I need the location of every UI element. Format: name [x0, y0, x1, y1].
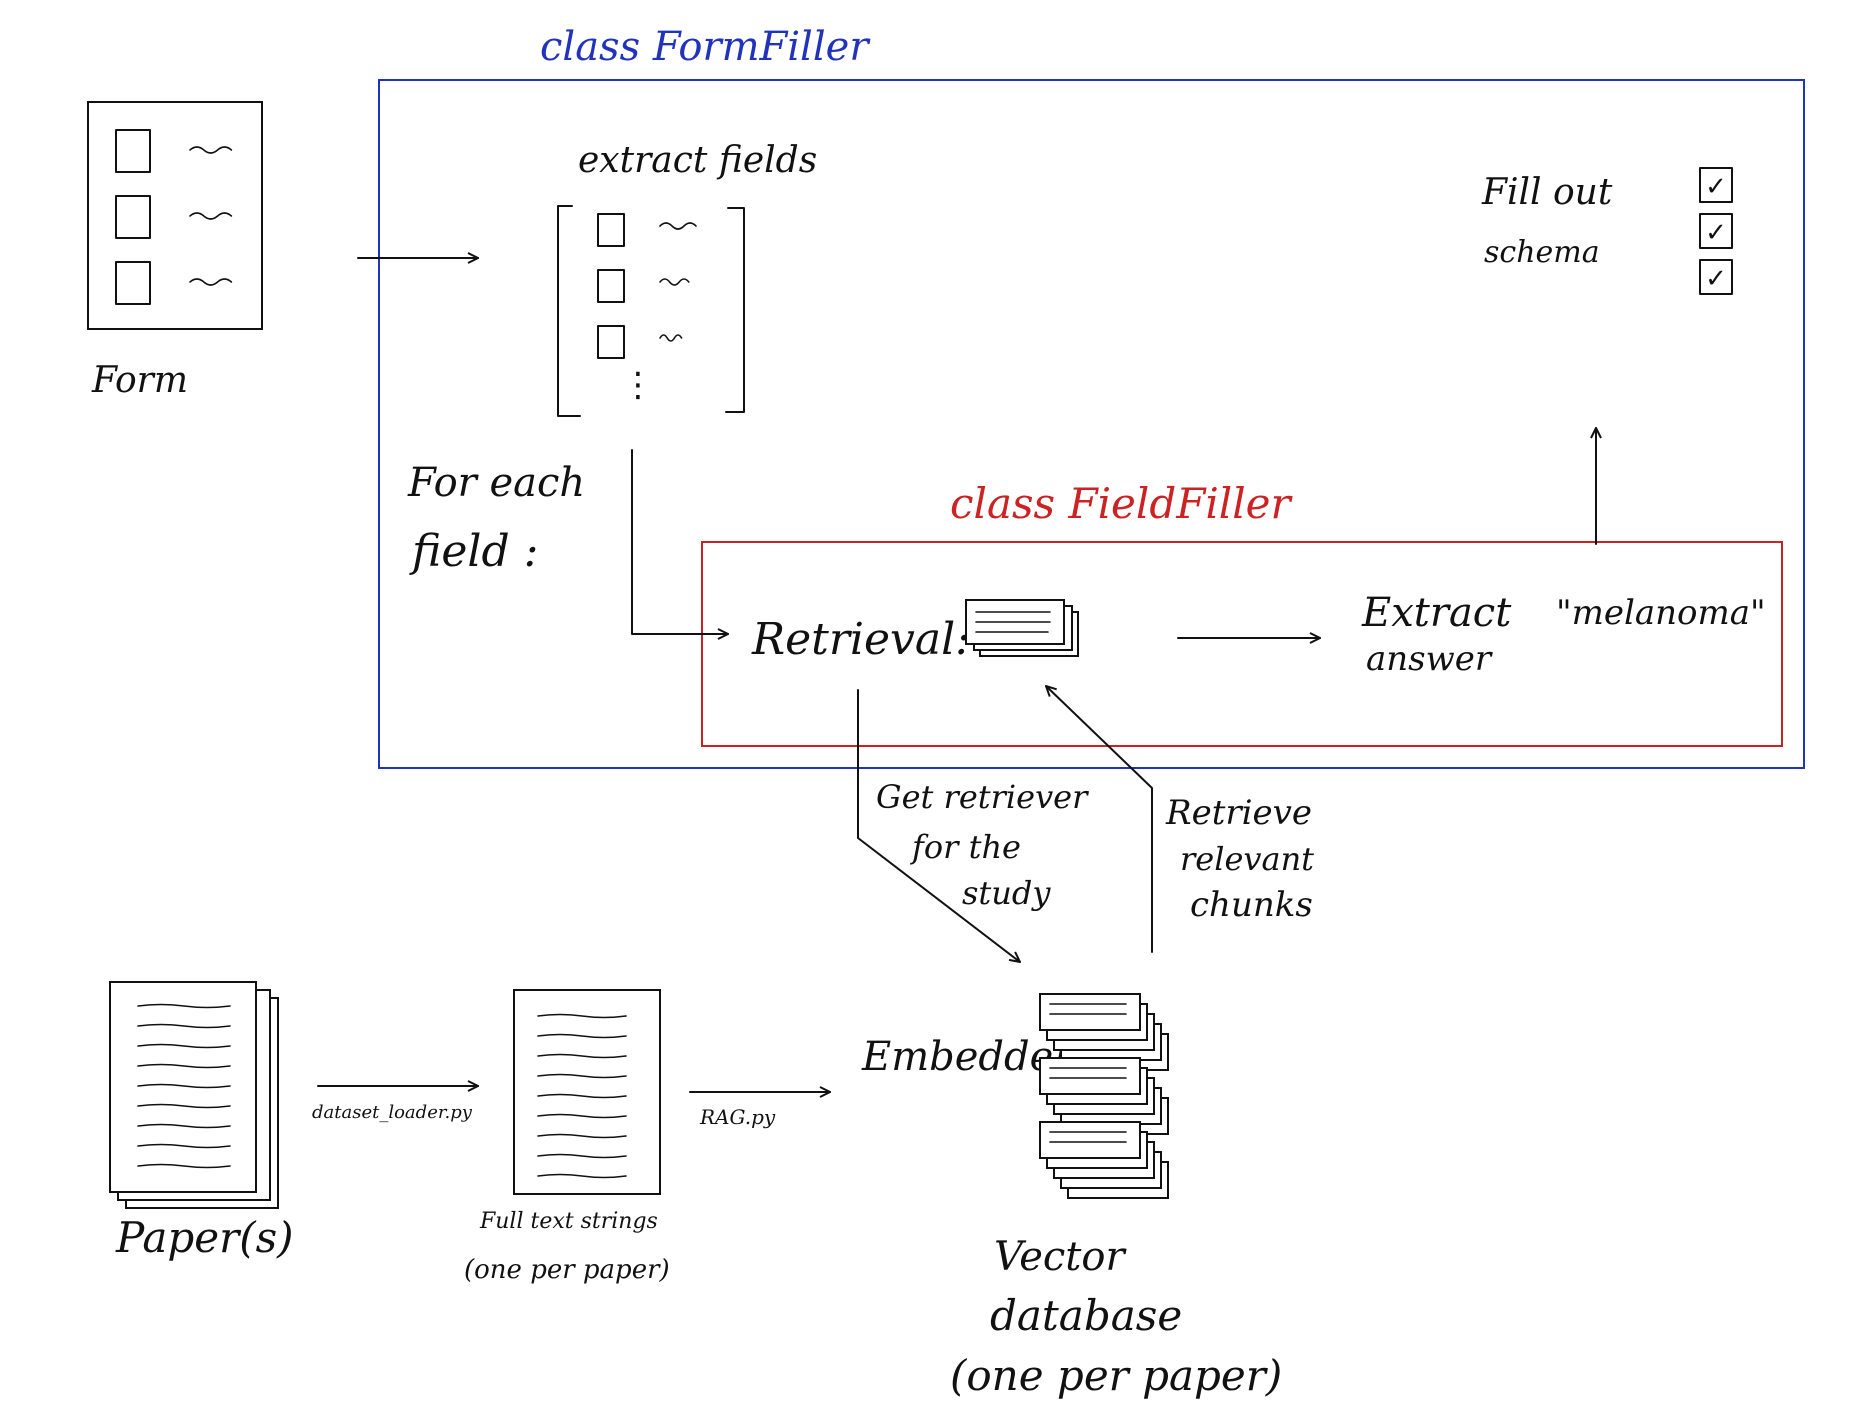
field-text-squiggle [189, 278, 233, 286]
extract-fields-ellipsis: ⋮ [621, 365, 655, 405]
full-text-document-icon [513, 989, 661, 1195]
extract-answer-line2: answer [1366, 639, 1493, 679]
text-line [537, 1053, 627, 1059]
text-line [537, 1153, 627, 1159]
vector-chunk-stack [1039, 1057, 1169, 1135]
form-label: Form [91, 360, 188, 401]
vector-db-line1: Vector [994, 1234, 1127, 1280]
form-field-row [115, 195, 233, 239]
field-text-squiggle [659, 278, 690, 286]
text-line [137, 1163, 231, 1169]
dataset-loader-label: dataset_loader.py [312, 1102, 473, 1123]
checkbox-icon [597, 213, 625, 247]
field-text-squiggle [189, 146, 233, 154]
full-text-line2: (one per paper) [464, 1255, 670, 1285]
text-line [537, 1093, 627, 1099]
checked-checkbox-icon: ✓ [1699, 259, 1733, 295]
retrieved-chunks-icon [965, 599, 1079, 657]
field-text-squiggle [189, 212, 233, 220]
check-mark-icon: ✓ [1705, 218, 1727, 248]
field-text-squiggle [659, 222, 697, 230]
retrieve-chunks-arrow [1046, 686, 1153, 953]
text-line [537, 1013, 627, 1019]
text-line [537, 1073, 627, 1079]
text-line [137, 1143, 231, 1149]
fieldfiller-box [701, 541, 1783, 747]
vector-chunk-stack [1039, 1121, 1169, 1199]
extract-fields-label: extract fields [578, 140, 817, 181]
retrieve-relevant-line2: relevant [1180, 840, 1314, 878]
extracted-field-row [597, 325, 683, 359]
fill-schema-line2: schema [1484, 235, 1600, 270]
fieldfiller-title: class FieldFiller [950, 479, 1293, 528]
get-retriever-line1: Get retriever [876, 778, 1089, 816]
check-mark-icon: ✓ [1705, 172, 1727, 202]
extract-answer-line1: Extract [1361, 590, 1512, 636]
formfiller-box [378, 79, 1805, 769]
text-line [137, 1123, 231, 1129]
formfiller-title: class FormFiller [540, 24, 871, 70]
for-each-line2: field : [409, 526, 538, 577]
schema-checkboxes: ✓ ✓ ✓ [1699, 167, 1733, 295]
checkbox-icon [115, 261, 151, 305]
text-line [537, 1173, 627, 1179]
checked-checkbox-icon: ✓ [1699, 213, 1733, 249]
text-line [537, 1033, 627, 1039]
field-text-squiggle [659, 334, 683, 342]
text-line [137, 1023, 231, 1029]
text-line [137, 1043, 231, 1049]
vector-db-line2: database [990, 1291, 1182, 1340]
text-line [537, 1113, 627, 1119]
papers-label: Paper(s) [115, 1213, 294, 1262]
text-line [137, 1063, 231, 1069]
text-line [537, 1133, 627, 1139]
extracted-field-row [597, 213, 697, 247]
full-text-line1: Full text strings [479, 1209, 658, 1234]
extract-fields-matrix: ⋮ [557, 205, 745, 417]
for-each-line1: For each [407, 460, 585, 506]
form-document [87, 101, 263, 330]
extract-to-retrieval-arrow [631, 449, 729, 634]
retrieve-relevant-line1: Retrieve [1165, 793, 1312, 833]
checkbox-icon [597, 269, 625, 303]
checkbox-icon [115, 129, 151, 173]
answer-example: "melanoma" [1556, 593, 1766, 633]
retrieve-relevant-line3: chunks [1190, 885, 1313, 925]
text-line [137, 1083, 231, 1089]
rag-label: RAG.py [699, 1105, 776, 1129]
checkbox-icon [597, 325, 625, 359]
papers-stack-icon [109, 981, 279, 1209]
retrieval-label: Retrieval: [751, 614, 970, 665]
get-retriever-arrow [857, 689, 1020, 962]
text-line [137, 1003, 231, 1009]
form-field-row [115, 129, 233, 173]
text-line [137, 1103, 231, 1109]
vector-database-icon [1039, 993, 1169, 1199]
form-field-row [115, 261, 233, 305]
get-retriever-line3: study [962, 874, 1051, 912]
get-retriever-line2: for the [910, 828, 1021, 866]
vector-db-line3: (one per paper) [950, 1351, 1282, 1400]
extracted-field-row [597, 269, 690, 303]
fill-schema-line1: Fill out [1481, 172, 1613, 213]
check-mark-icon: ✓ [1705, 264, 1727, 294]
checkbox-icon [115, 195, 151, 239]
checked-checkbox-icon: ✓ [1699, 167, 1733, 203]
